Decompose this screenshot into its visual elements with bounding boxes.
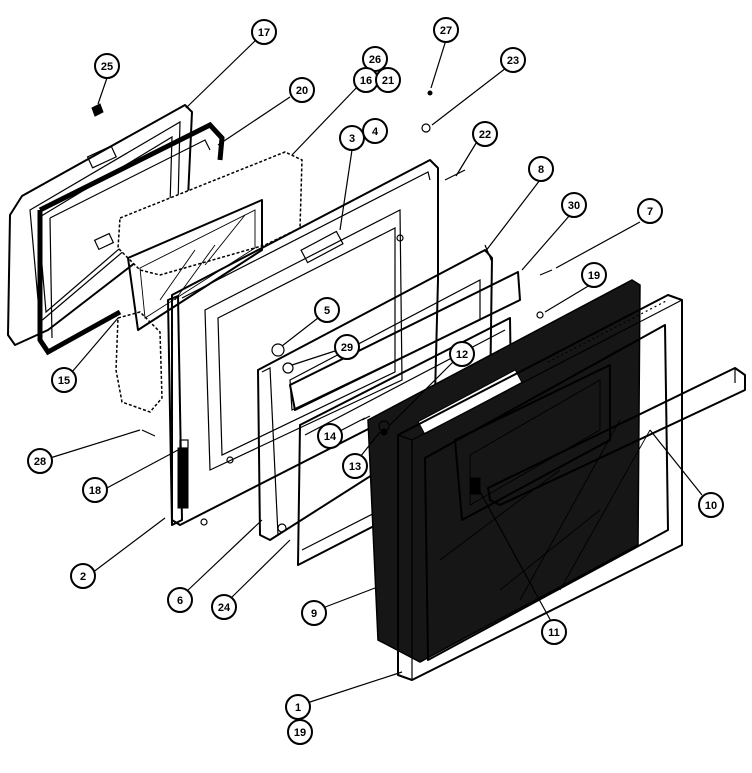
callout-28: 28 <box>27 448 53 474</box>
inner-door-panel-part <box>171 159 439 526</box>
callout-4: 4 <box>362 118 388 144</box>
svg-text:19: 19 <box>294 727 306 739</box>
svg-text:7: 7 <box>647 206 653 218</box>
svg-text:18: 18 <box>89 485 101 497</box>
callout-14: 14 <box>317 423 343 449</box>
callout-10: 10 <box>698 492 724 518</box>
svg-text:12: 12 <box>456 349 468 361</box>
svg-text:22: 22 <box>479 129 491 141</box>
svg-text:17: 17 <box>258 27 270 39</box>
callout-25: 25 <box>94 53 120 79</box>
callout-8: 8 <box>528 156 554 182</box>
svg-text:8: 8 <box>538 164 544 176</box>
svg-text:24: 24 <box>218 602 231 614</box>
door-gasket-part <box>37 121 225 356</box>
callout-23: 23 <box>500 47 526 73</box>
callout-1: 1 <box>285 694 311 720</box>
outer-door-frame-part <box>397 294 683 681</box>
callout-20: 20 <box>289 77 315 103</box>
svg-text:5: 5 <box>324 305 330 317</box>
svg-text:9: 9 <box>311 608 317 620</box>
callout-3: 3 <box>339 125 365 151</box>
callout-5: 5 <box>314 297 340 323</box>
svg-text:26: 26 <box>369 54 381 66</box>
callout-29: 29 <box>334 334 360 360</box>
svg-text:16: 16 <box>360 75 372 87</box>
callout-7: 7 <box>637 198 663 224</box>
svg-text:14: 14 <box>324 431 337 443</box>
callout-18: 18 <box>82 477 108 503</box>
svg-text:19: 19 <box>588 270 600 282</box>
svg-text:13: 13 <box>349 461 361 473</box>
hinge-channel-part <box>167 295 189 526</box>
svg-text:1: 1 <box>295 702 301 714</box>
callout-9: 9 <box>301 600 327 626</box>
svg-text:23: 23 <box>507 55 519 67</box>
svg-text:20: 20 <box>296 85 308 97</box>
svg-text:30: 30 <box>568 200 580 212</box>
svg-text:27: 27 <box>440 25 452 37</box>
callout-15: 15 <box>51 367 77 393</box>
callout-21: 21 <box>375 67 401 93</box>
svg-text:10: 10 <box>705 500 717 512</box>
callout-6: 6 <box>167 587 193 613</box>
callout-17: 17 <box>251 19 277 45</box>
svg-text:4: 4 <box>372 126 379 138</box>
door-handle-part <box>487 367 746 506</box>
callout-13: 13 <box>342 453 368 479</box>
svg-text:21: 21 <box>382 75 394 87</box>
callouts: 17 25 20 26 16 21 27 23 3 4 22 8 30 7 19… <box>27 17 724 745</box>
insulation-and-inner-glass-part <box>115 151 303 413</box>
svg-text:6: 6 <box>177 595 183 607</box>
callout-24: 24 <box>211 594 237 620</box>
callout-16: 16 <box>353 67 379 93</box>
callout-19-top: 19 <box>581 262 607 288</box>
callout-22: 22 <box>472 121 498 147</box>
svg-text:2: 2 <box>80 571 86 583</box>
callout-30: 30 <box>561 192 587 218</box>
small-hardware-parts <box>91 90 553 526</box>
outer-glass-panel-part <box>367 279 641 663</box>
callout-27: 27 <box>433 17 459 43</box>
svg-text:29: 29 <box>341 342 353 354</box>
callout-12: 12 <box>449 341 475 367</box>
svg-text:3: 3 <box>349 133 355 145</box>
callout-2: 2 <box>70 563 96 589</box>
callout-19-bottom: 19 <box>287 719 313 745</box>
leader-lines <box>49 39 703 703</box>
svg-text:28: 28 <box>34 456 46 468</box>
svg-text:25: 25 <box>101 61 113 73</box>
svg-text:15: 15 <box>58 375 70 387</box>
svg-text:11: 11 <box>548 627 560 639</box>
callout-11: 11 <box>541 619 567 645</box>
